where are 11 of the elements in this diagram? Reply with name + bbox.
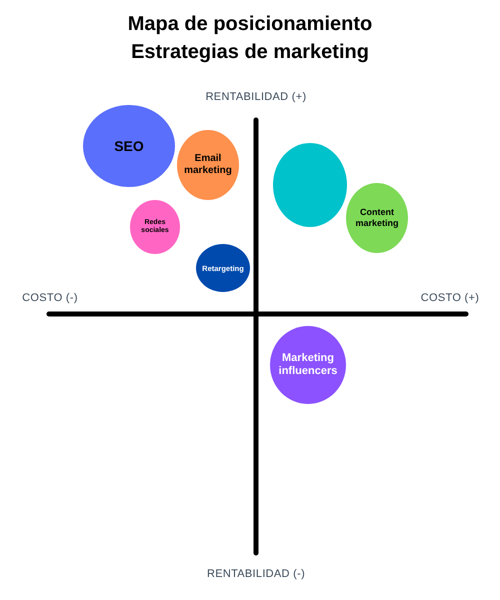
axis-label: COSTO (-) [22,292,78,304]
strategy-bubble [130,200,180,254]
title: Mapa de posicionamiento Estrategias de marketing [126,12,374,65]
bubble-label: Content marketing [354,207,400,229]
bubble-label: Marketing influencers [278,352,338,378]
bubble-label: SEO [114,138,144,154]
strategy-bubble [196,244,250,292]
axis-label: RENTABILIDAD (-) [206,568,306,580]
axis-label: RENTABILIDAD (+) [206,91,306,103]
axis-label: COSTO (+) [420,292,480,304]
bubble-label: Email marketing [183,153,233,177]
